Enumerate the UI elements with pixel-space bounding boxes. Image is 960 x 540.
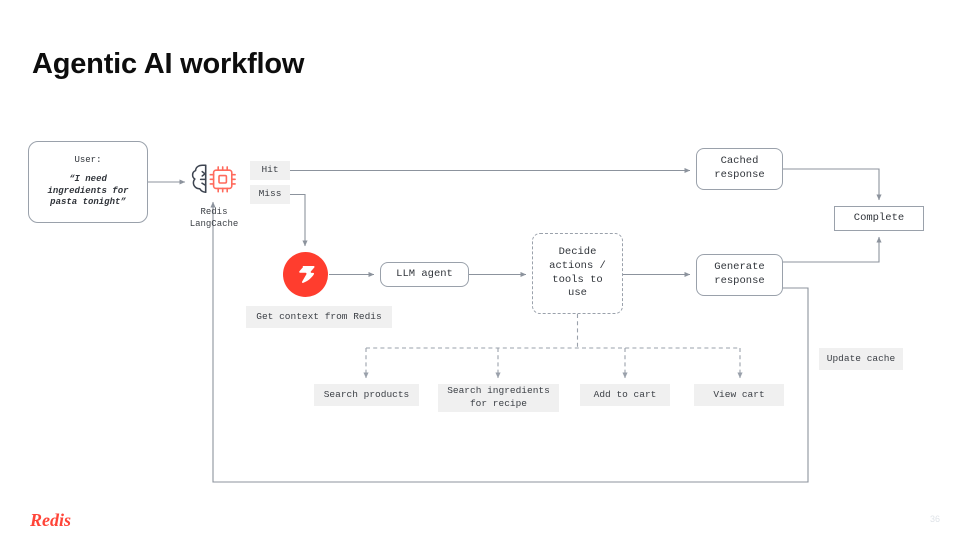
page-title: Agentic AI workflow (32, 48, 305, 80)
cached-response-box: Cached response (696, 148, 783, 190)
redis-wordmark-text: Redis (30, 510, 71, 530)
llm-agent-box: LLM agent (380, 262, 469, 287)
decide-actions-box: Decide actions / tools to use (532, 233, 623, 314)
redis-wordmark-logo: Redis (29, 509, 94, 531)
tool-search-ingredients-for-recipe: Search ingredients for recipe (438, 384, 559, 412)
wire-miss-to-redis (290, 193, 308, 247)
redis-langcache-label: Redis LangCache (189, 207, 239, 230)
wire-generate-to-complete (783, 236, 882, 263)
get-context-label: Get context from Redis (246, 306, 392, 328)
wire-cached-to-complete (783, 168, 882, 201)
generate-response-box: Generate response (696, 254, 783, 296)
tool-add-to-cart: Add to cart (580, 384, 670, 406)
cache-miss-label: Miss (250, 185, 290, 204)
redis-database-icon (283, 252, 328, 297)
cache-hit-label: Hit (250, 161, 290, 180)
wire-update-cache-loop (210, 201, 809, 483)
redis-langcache-icon-group (190, 162, 238, 196)
page-number: 36 (929, 514, 940, 524)
user-input-box: User: “I need ingredients for pasta toni… (28, 141, 148, 223)
user-box-quote: “I need ingredients for pasta tonight” (47, 173, 129, 208)
tool-view-cart: View cart (694, 384, 784, 406)
cpu-chip-icon (209, 166, 236, 193)
user-box-heading: User: (74, 154, 102, 165)
complete-box: Complete (834, 206, 924, 231)
update-cache-label: Update cache (819, 348, 903, 370)
brain-icon (191, 164, 207, 193)
tool-search-products: Search products (314, 384, 419, 406)
